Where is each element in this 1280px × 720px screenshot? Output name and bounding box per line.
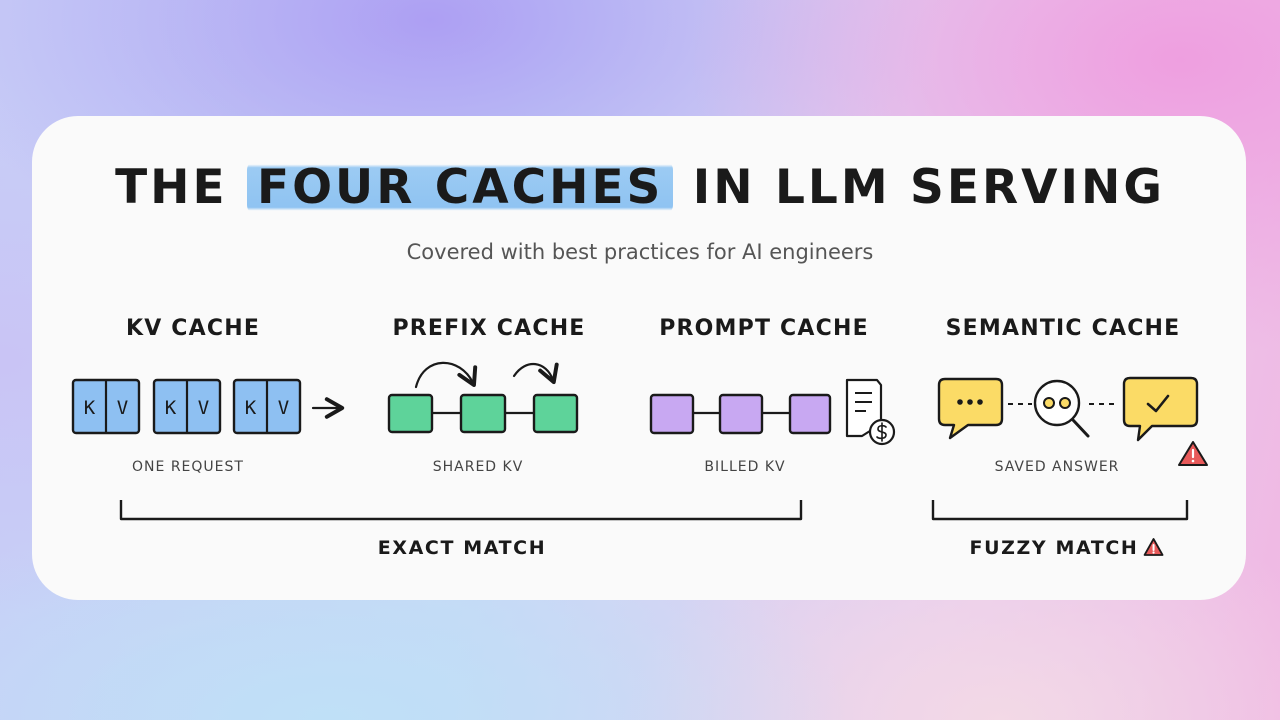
page-title: THE FOUR CACHES IN LLM SERVING (0, 160, 1280, 215)
kv-pair-3: K V (232, 378, 302, 435)
kv-cells: K V K V K V (71, 378, 345, 435)
kv-cell-v: V (278, 397, 289, 419)
fuzzy-match-bracket (931, 500, 1189, 521)
warning-icon (1178, 441, 1208, 466)
prefix-block (459, 393, 507, 434)
prompt-block (788, 393, 832, 435)
magnifier-icon (1033, 379, 1090, 438)
warning-icon (1142, 537, 1164, 562)
curved-arrow-icon (512, 362, 559, 385)
prompt-block (718, 393, 764, 435)
exact-match-label: EXACT MATCH (377, 537, 547, 559)
semantic-cache-heading: SEMANTIC CACHE (945, 316, 1181, 341)
prompt-cache-heading: PROMPT CACHE (659, 316, 869, 341)
prefix-cache-label: SHARED KV (432, 459, 524, 475)
semantic-cache-label: SAVED ANSWER (994, 459, 1120, 475)
receipt-dollar-icon (845, 378, 896, 446)
prefix-cache-heading: PREFIX CACHE (392, 316, 586, 341)
kv-cell-v: V (198, 397, 209, 419)
fuzzy-match-label: FUZZY MATCH (969, 537, 1139, 559)
kv-pair-1: K V (71, 378, 141, 435)
title-before: THE (115, 160, 228, 215)
kv-cell-k: K (245, 397, 257, 419)
title-after: IN LLM SERVING (692, 160, 1165, 215)
curved-arrow-icon (414, 361, 478, 389)
prompt-block (649, 393, 695, 435)
kv-cache-heading: KV CACHE (125, 316, 261, 341)
fuzzy-match-group: FUZZY MATCH (970, 537, 1165, 562)
prefix-chain (387, 361, 579, 434)
kv-cell-k: K (84, 397, 96, 419)
subtitle: Covered with best practices for AI engin… (406, 240, 874, 264)
prompt-chain (649, 393, 832, 435)
kv-pair-2: K V (152, 378, 222, 435)
prefix-block (387, 393, 434, 434)
kv-cell-k: K (165, 397, 177, 419)
chat-bubble-dots-icon (937, 377, 1004, 440)
prefix-block (532, 393, 579, 434)
chat-bubble-check-icon (1122, 376, 1199, 442)
kv-cell-v: V (117, 397, 128, 419)
exact-match-bracket (119, 500, 803, 521)
kv-cache-label: ONE REQUEST (132, 459, 244, 475)
title-highlight: FOUR CACHES (246, 160, 674, 215)
prompt-cache-label: BILLED KV (704, 459, 786, 475)
